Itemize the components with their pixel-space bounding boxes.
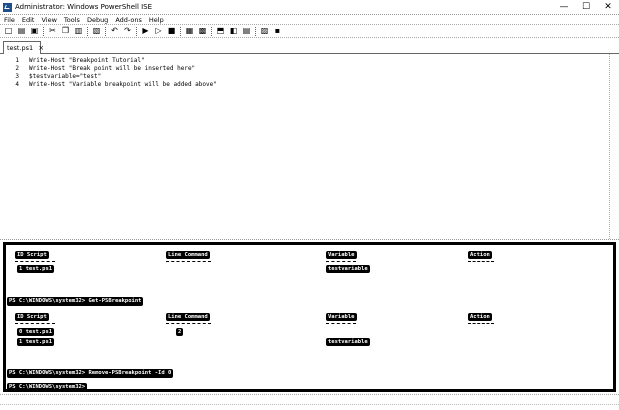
breakpoint-id-script: 0 test.ps1 (17, 328, 55, 336)
breakpoint-variable: testvariable (326, 338, 370, 346)
column-header-line-command: Line Command (166, 313, 210, 321)
header-underline (166, 321, 211, 324)
column-header-id-script: ID Script (15, 251, 49, 259)
run-script-icon[interactable]: ▶ (142, 26, 149, 35)
breakpoint-id-script: 1 test.ps1 (17, 265, 55, 273)
code-line: 2 Write-Host "Break point will be insert… (2, 65, 613, 73)
show-command-window-icon[interactable]: ▨ (260, 26, 269, 35)
new-remote-tab-icon[interactable]: ▦ (185, 26, 194, 35)
cut-icon[interactable]: ✂ (49, 26, 56, 35)
toolbar-separator (87, 26, 88, 36)
show-script-pane-maximized-icon[interactable]: ▤ (242, 26, 251, 35)
line-number: 2 (15, 65, 19, 72)
toolbar: □ ▤ ▣ ✂ ❐ ▥ ▧ ↶ ↷ ▶ ▷ ■ ▦ ▩ ⬒ ◧ ▤ ▨ ▪ (0, 25, 619, 38)
menu-help[interactable]: Help (148, 15, 164, 24)
code-text: Write-Host "Variable breakpoint will be … (29, 81, 217, 88)
script-editor[interactable]: 1 Write-Host "Breakpoint Tutorial" 2 Wri… (2, 54, 613, 239)
pane-splitter[interactable] (0, 239, 619, 242)
run-selection-icon[interactable]: ▷ (155, 26, 162, 35)
paste-icon[interactable]: ▥ (74, 26, 83, 35)
clear-console-icon[interactable]: ▧ (92, 26, 101, 35)
menu-view[interactable]: View (41, 15, 57, 24)
header-underline (468, 259, 494, 262)
toolbar-separator (211, 26, 212, 36)
tab-test-ps1[interactable]: test.ps1 × (3, 41, 45, 54)
line-number: 1 (15, 57, 19, 64)
toolbar-separator (105, 26, 106, 36)
header-underline (326, 259, 356, 262)
code-line: 4 Write-Host "Variable breakpoint will b… (2, 81, 613, 89)
toolbar-separator (180, 26, 181, 36)
window-title: Administrator: Windows PowerShell ISE (15, 3, 153, 11)
header-underline (326, 321, 356, 324)
powershell-icon (3, 2, 12, 12)
menu-edit[interactable]: Edit (21, 15, 35, 24)
console-prompt: PS C:\WINDOWS\system32> Get-PSBreakpoint (7, 297, 144, 306)
code-text: Write-Host "Breakpoint Tutorial" (29, 57, 145, 64)
console-prompt: PS C:\WINDOWS\system32> Remove-PSBreakpo… (7, 369, 174, 378)
undo-icon[interactable]: ↶ (111, 26, 118, 35)
start-powershell-icon[interactable]: ▩ (198, 26, 207, 35)
horizontal-scrollbar[interactable] (0, 404, 619, 410)
new-file-icon[interactable]: □ (4, 26, 13, 35)
header-underline (15, 321, 55, 324)
status-bar (0, 394, 619, 410)
stop-icon[interactable]: ■ (167, 26, 176, 35)
show-script-pane-right-icon[interactable]: ◧ (229, 26, 238, 35)
tab-close-icon[interactable]: × (38, 44, 45, 52)
column-header-line-command: Line Command (166, 251, 210, 259)
redo-icon[interactable]: ↷ (124, 26, 131, 35)
line-number: 3 (15, 73, 19, 80)
column-header-action: Action (468, 251, 492, 259)
tab-label: test.ps1 (7, 44, 34, 52)
column-header-variable: Variable (326, 251, 357, 259)
toolbar-separator (136, 26, 137, 36)
column-header-id-script: ID Script (15, 313, 49, 321)
console-prompt: PS C:\WINDOWS\system32> (7, 383, 88, 392)
menu-tools[interactable]: Tools (63, 15, 80, 24)
close-button[interactable]: ✕ (604, 2, 612, 12)
menu-bar: File Edit View Tools Debug Add-ons Help (0, 15, 619, 25)
show-command-addon-icon[interactable]: ▪ (274, 26, 281, 35)
breakpoint-variable: testvariable (326, 265, 370, 273)
toolbar-separator (43, 26, 44, 36)
code-text: Write-Host "Break point will be inserted… (29, 65, 196, 72)
menu-debug[interactable]: Debug (86, 15, 109, 24)
breakpoint-id-script: 1 test.ps1 (17, 338, 55, 346)
header-underline (15, 259, 55, 262)
editor-scrollbar[interactable] (609, 54, 613, 239)
column-header-action: Action (468, 313, 492, 321)
console-pane[interactable]: ID Script Line Command Variable Action 1… (3, 242, 616, 392)
code-line: 3 $testvariable="test" (2, 73, 613, 81)
show-script-pane-top-icon[interactable]: ⬒ (216, 26, 225, 35)
column-header-variable: Variable (326, 313, 357, 321)
copy-icon[interactable]: ❐ (61, 26, 70, 35)
script-tab-strip: test.ps1 × (0, 40, 619, 54)
menu-file[interactable]: File (4, 15, 15, 24)
save-icon[interactable]: ▣ (30, 26, 39, 35)
minimize-button[interactable]: — (559, 2, 569, 12)
code-text: $testvariable="test" (29, 73, 102, 80)
breakpoint-line: 2 (176, 328, 184, 336)
line-number: 4 (15, 81, 19, 88)
code-line: 1 Write-Host "Breakpoint Tutorial" (2, 57, 613, 65)
header-underline (166, 259, 211, 262)
header-underline (468, 321, 494, 324)
open-file-icon[interactable]: ▤ (17, 26, 26, 35)
title-bar: Administrator: Windows PowerShell ISE — … (0, 0, 619, 15)
toolbar-separator (255, 26, 256, 36)
maximize-button[interactable]: ☐ (581, 2, 591, 12)
menu-add-ons[interactable]: Add-ons (115, 15, 142, 24)
